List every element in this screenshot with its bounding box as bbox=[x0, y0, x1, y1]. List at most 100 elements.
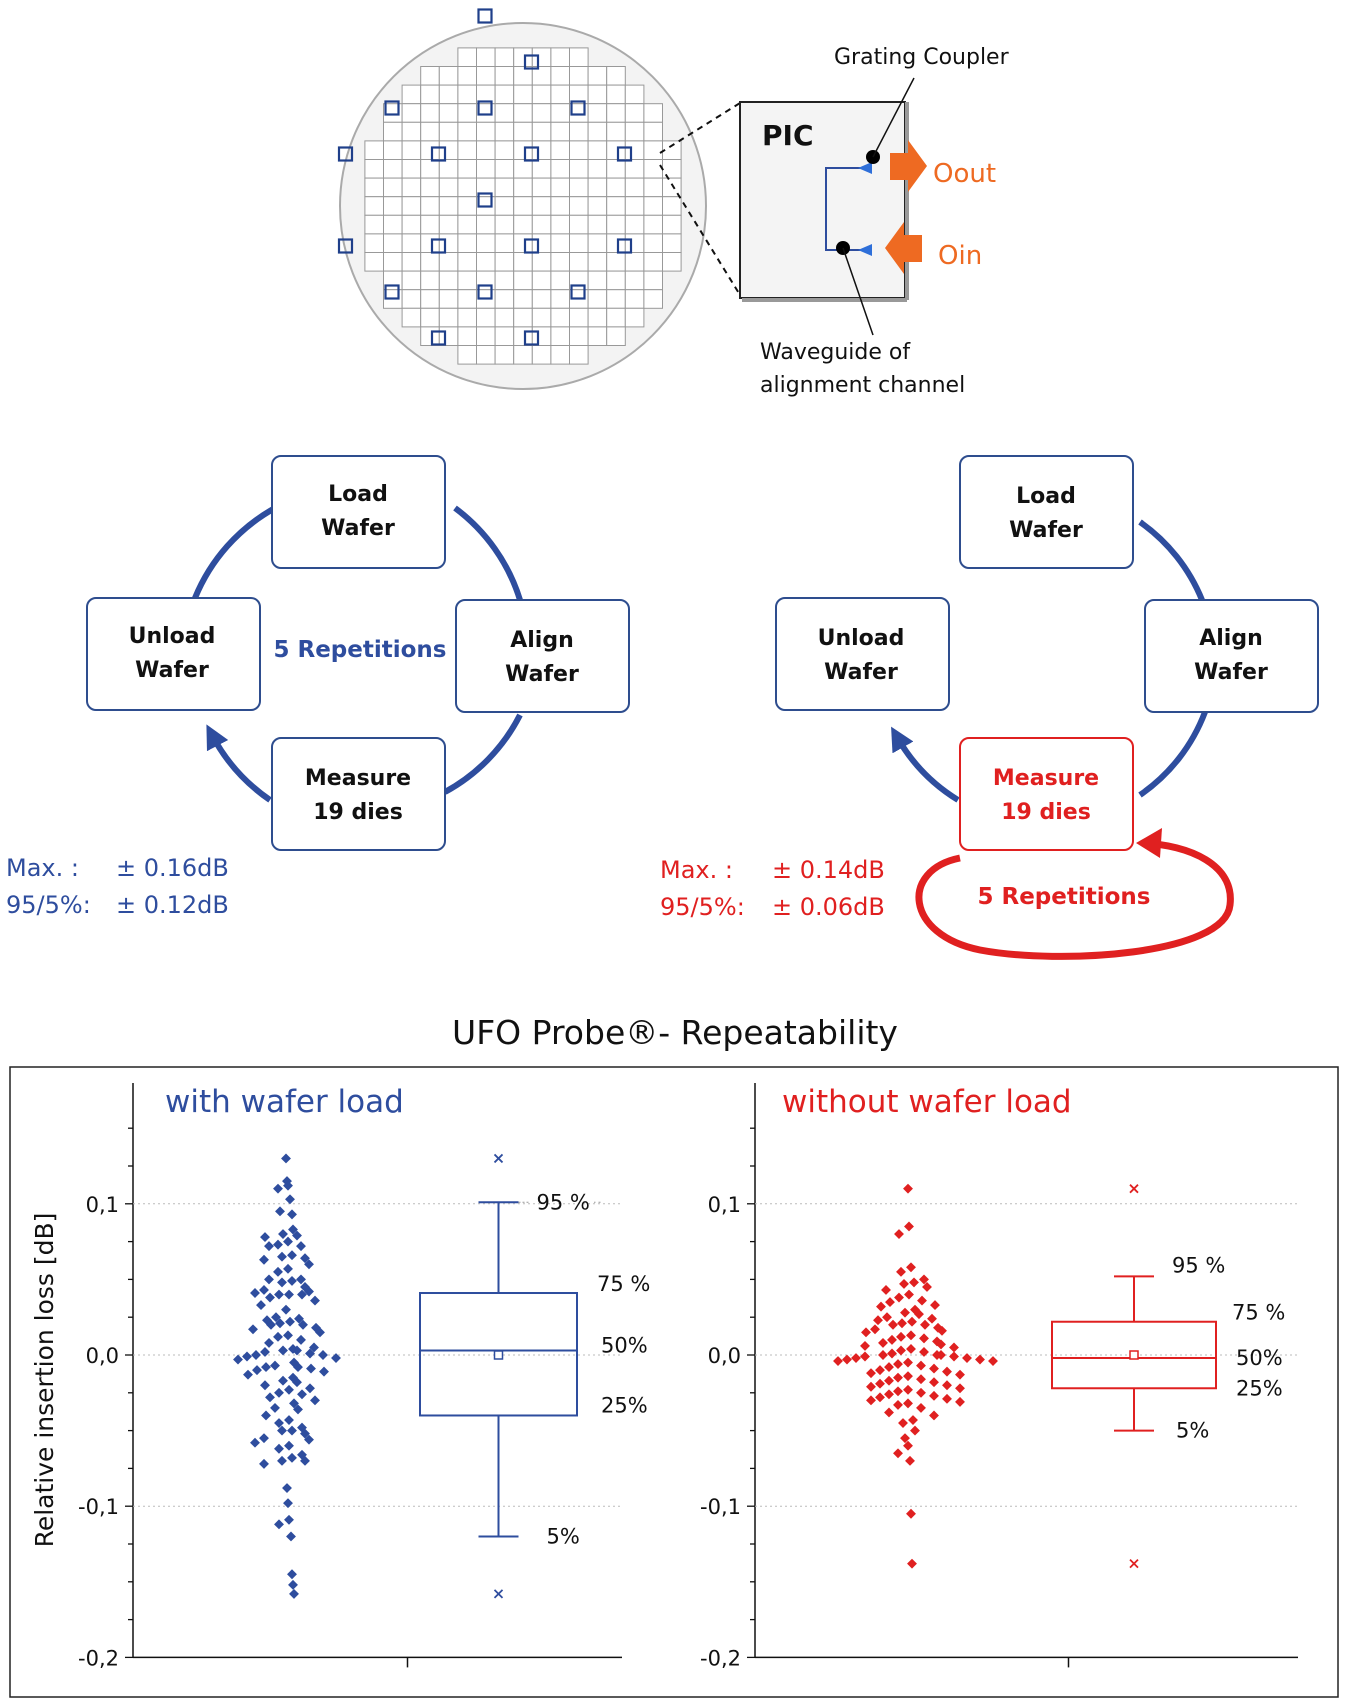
wafer-die bbox=[624, 159, 645, 179]
data-point bbox=[282, 1483, 292, 1494]
wafer-die bbox=[383, 121, 403, 142]
data-point bbox=[988, 1356, 998, 1366]
data-point bbox=[264, 1337, 274, 1348]
wafer-die bbox=[587, 121, 608, 142]
box-label-p5: 5% bbox=[547, 1524, 580, 1548]
wafer-die bbox=[531, 345, 552, 365]
data-point bbox=[278, 1345, 288, 1356]
wafer-die bbox=[643, 196, 664, 216]
right-load-wafer-box bbox=[959, 455, 1134, 569]
box-iqr bbox=[1051, 1320, 1217, 1390]
wafer-die bbox=[643, 289, 664, 309]
right-repetition-arrowhead bbox=[1136, 828, 1162, 858]
data-point bbox=[242, 1351, 252, 1362]
data-point bbox=[942, 1393, 952, 1404]
wafer-die bbox=[587, 289, 608, 309]
wafer-die bbox=[569, 121, 589, 142]
data-point bbox=[306, 1363, 316, 1374]
wafer-die bbox=[438, 66, 459, 86]
data-point bbox=[300, 1253, 310, 1264]
data-point bbox=[866, 1368, 876, 1379]
measured-die-marker bbox=[523, 238, 540, 254]
wafer-die bbox=[606, 103, 626, 123]
data-point bbox=[319, 1366, 329, 1377]
measured-die-marker bbox=[477, 284, 493, 300]
wafer-grid-clip bbox=[364, 47, 682, 365]
measured-die-marker bbox=[384, 284, 400, 300]
wafer-die bbox=[513, 289, 533, 309]
wafer-die bbox=[438, 140, 459, 160]
measured-die-marker bbox=[570, 284, 586, 300]
data-point bbox=[929, 1390, 939, 1401]
data-point bbox=[251, 1350, 261, 1360]
wafer-die bbox=[513, 326, 533, 346]
wafer-die bbox=[420, 140, 440, 160]
data-point bbox=[270, 1402, 280, 1413]
data-point bbox=[919, 1333, 929, 1344]
data-point bbox=[914, 1309, 924, 1320]
data-point bbox=[304, 1434, 314, 1445]
wafer-die bbox=[550, 140, 571, 160]
wafer-die bbox=[643, 121, 664, 142]
right-load-wafer-line2: Wafer bbox=[1009, 518, 1083, 543]
wafer-die bbox=[531, 177, 552, 198]
data-point bbox=[264, 1274, 274, 1285]
wafer-die bbox=[587, 270, 608, 291]
wafer-die bbox=[494, 84, 515, 105]
wafer-die bbox=[531, 307, 552, 328]
data-point bbox=[259, 1433, 269, 1444]
data-point bbox=[283, 1236, 293, 1247]
data-point bbox=[903, 1440, 913, 1451]
wafer-die bbox=[606, 289, 626, 309]
data-point bbox=[296, 1334, 306, 1345]
data-point bbox=[894, 1229, 904, 1239]
data-point bbox=[284, 1384, 294, 1395]
wafer-die bbox=[364, 140, 384, 160]
left-cycle: Load Wafer Align Wafer Measure 19 dies U… bbox=[6, 455, 630, 919]
left-align-wafer-box bbox=[455, 599, 630, 713]
wafer-die bbox=[643, 103, 664, 123]
wafer-die bbox=[401, 140, 422, 160]
data-point bbox=[304, 1259, 314, 1270]
wafer-die bbox=[438, 84, 459, 105]
chart-frame bbox=[9, 1066, 1339, 1698]
box-mean-marker bbox=[493, 1350, 504, 1360]
wafer-die bbox=[624, 233, 645, 253]
data-point bbox=[248, 1324, 258, 1335]
data-point bbox=[265, 1392, 275, 1403]
wafer-measured-dies bbox=[337, 8, 633, 346]
wafer-die bbox=[438, 121, 459, 142]
wafer-die bbox=[643, 140, 664, 160]
grating-coupler-label: Grating Coupler bbox=[834, 45, 1010, 70]
box-label-median: 50% bbox=[601, 1333, 648, 1357]
wafer-die bbox=[494, 270, 515, 291]
wafer-die bbox=[569, 196, 589, 216]
wafer-die bbox=[531, 159, 552, 179]
wafer-die bbox=[401, 177, 422, 198]
data-point bbox=[910, 1425, 920, 1436]
measured-die-marker bbox=[384, 100, 400, 116]
data-point bbox=[252, 1365, 262, 1376]
wafer-die bbox=[494, 159, 515, 179]
data-point bbox=[884, 1362, 894, 1373]
left-load-wafer-line1: Load bbox=[328, 482, 388, 507]
data-point bbox=[887, 1348, 897, 1359]
data-point bbox=[259, 1458, 269, 1469]
box-label-p25: 25% bbox=[1236, 1376, 1283, 1400]
wafer-die bbox=[383, 196, 403, 216]
data-point bbox=[305, 1348, 315, 1359]
wafer-die bbox=[569, 233, 589, 253]
data-point bbox=[292, 1377, 302, 1388]
wafer-die bbox=[476, 214, 496, 235]
data-point bbox=[903, 1384, 913, 1395]
data-point bbox=[281, 1153, 291, 1164]
wafer-die bbox=[457, 47, 477, 68]
data-point bbox=[292, 1230, 302, 1241]
right-align-wafer-box bbox=[1144, 599, 1319, 713]
outlier-min-b bbox=[493, 1589, 504, 1599]
wafer-die bbox=[438, 214, 459, 235]
wafer-die bbox=[550, 47, 571, 68]
measured-die-marker bbox=[616, 238, 633, 254]
box-label-p5: 5% bbox=[1176, 1419, 1209, 1443]
